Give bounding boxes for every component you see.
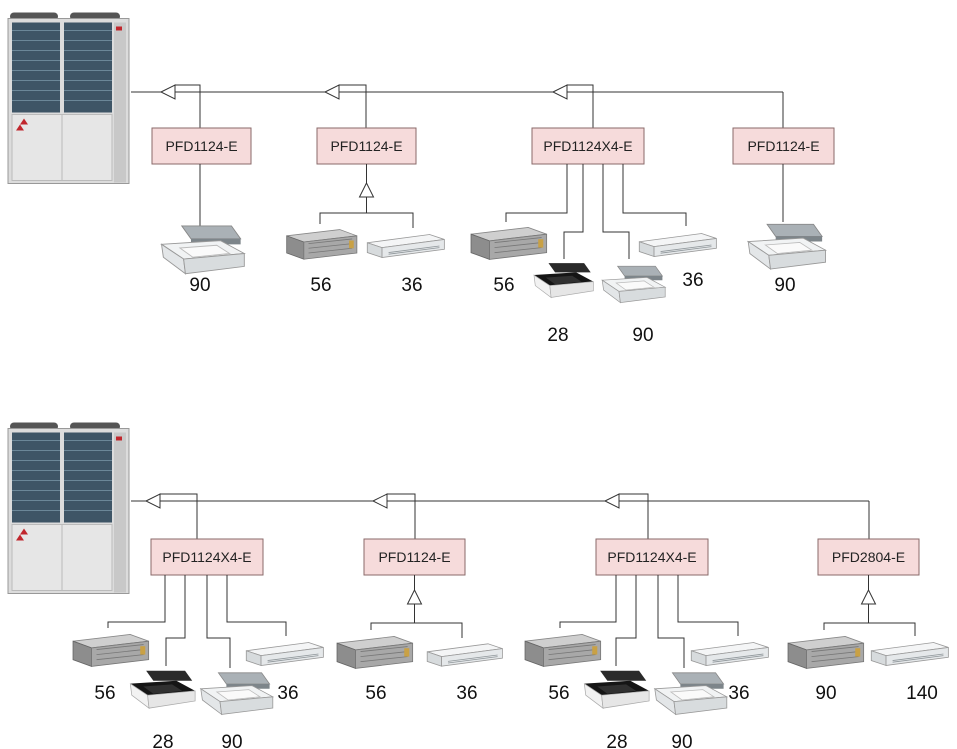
- branch-joint-icon: [406, 588, 423, 605]
- pipe-line: [559, 575, 617, 628]
- pipe-line: [563, 164, 584, 259]
- cassette-unit-icon: [747, 223, 827, 270]
- branch-joint-icon: [551, 84, 568, 100]
- controller-label: PFD1124X4-E: [607, 549, 696, 565]
- capacity-label: 36: [682, 270, 703, 291]
- controller-label: PFD1124-E: [330, 138, 402, 154]
- capacity-label: 28: [152, 732, 173, 749]
- controller-label: PFD1124X4-E: [543, 138, 632, 154]
- capacity-label: 56: [310, 275, 331, 296]
- capacity-label: 56: [94, 683, 115, 704]
- controller-label: PFD1124-E: [378, 549, 450, 565]
- branch-joint-icon: [358, 181, 375, 198]
- ducted-unit-icon: [524, 633, 602, 667]
- outdoor-unit-icon: [7, 11, 130, 185]
- controller-box: [316, 127, 417, 165]
- pipe-line: [174, 84, 201, 128]
- controller-box: [595, 538, 709, 576]
- pipe-line: [677, 575, 739, 636]
- pipe-line: [338, 84, 367, 128]
- capacity-label: 56: [548, 683, 569, 704]
- outdoor-unit-icon: [7, 421, 130, 595]
- capacity-label: 28: [606, 732, 627, 749]
- ceiling-unit-icon: [690, 642, 769, 666]
- branch-joint-icon: [159, 84, 176, 100]
- capacity-label: 56: [365, 683, 386, 704]
- ducted-unit-icon: [787, 635, 865, 669]
- capacity-label: 90: [632, 325, 653, 346]
- pipe-line: [505, 164, 568, 222]
- pipe-line: [206, 575, 231, 668]
- capacity-label: 90: [671, 732, 692, 749]
- branch-joint-icon: [323, 84, 340, 100]
- ducted-unit-icon: [336, 635, 414, 669]
- capacity-label: 36: [401, 275, 422, 296]
- ceiling-unit-icon: [366, 234, 445, 258]
- capacity-label: 36: [728, 683, 749, 704]
- branch-joint-icon: [144, 493, 161, 509]
- branch-joint-icon: [860, 588, 877, 605]
- capacity-label: 36: [277, 683, 298, 704]
- controller-label: PFD2804-E: [832, 549, 905, 565]
- ducted-unit-icon: [72, 633, 150, 667]
- ceiling-unit-icon: [638, 233, 717, 257]
- controller-box: [531, 127, 645, 165]
- branch-joint-icon: [603, 493, 620, 509]
- cassette-unit-icon: [654, 672, 728, 715]
- black-cassette-unit-icon: [533, 262, 594, 298]
- pipe-line: [823, 622, 916, 636]
- controller-box: [732, 127, 835, 165]
- controller-box: [817, 538, 920, 576]
- pipe-line: [602, 164, 630, 259]
- capacity-label: 90: [815, 683, 836, 704]
- capacity-label: 90: [774, 275, 795, 296]
- pipe-line: [226, 575, 287, 636]
- black-cassette-unit-icon: [129, 670, 196, 709]
- ceiling-unit-icon: [245, 642, 324, 666]
- capacity-label: 36: [456, 683, 477, 704]
- controller-label: PFD1124-E: [165, 138, 237, 154]
- pipe-line: [319, 212, 414, 228]
- cassette-unit-icon: [601, 265, 666, 304]
- ducted-unit-icon: [286, 229, 358, 260]
- controller-label: PFD1124-E: [747, 138, 819, 154]
- pipe-line: [165, 575, 186, 666]
- ceiling-unit-icon: [426, 643, 503, 667]
- capacity-label: 140: [906, 683, 938, 704]
- branch-joint-icon: [371, 493, 388, 509]
- pipe-line: [566, 84, 594, 128]
- black-cassette-unit-icon: [583, 670, 650, 709]
- controller-box: [151, 127, 252, 165]
- pipe-line: [370, 622, 463, 638]
- cassette-unit-icon: [200, 672, 274, 715]
- capacity-label: 90: [221, 732, 242, 749]
- capacity-label: 90: [189, 275, 210, 296]
- cassette-unit-icon: [161, 225, 245, 275]
- ceiling-unit-icon: [870, 642, 949, 666]
- capacity-label: 28: [547, 325, 568, 346]
- pipe-line: [107, 575, 166, 628]
- controller-label: PFD1124X4-E: [162, 549, 251, 565]
- pipe-line: [622, 164, 687, 226]
- ducted-unit-icon: [470, 226, 548, 260]
- pipe-line: [657, 575, 685, 668]
- capacity-label: 56: [493, 275, 514, 296]
- pipe-line: [615, 575, 637, 666]
